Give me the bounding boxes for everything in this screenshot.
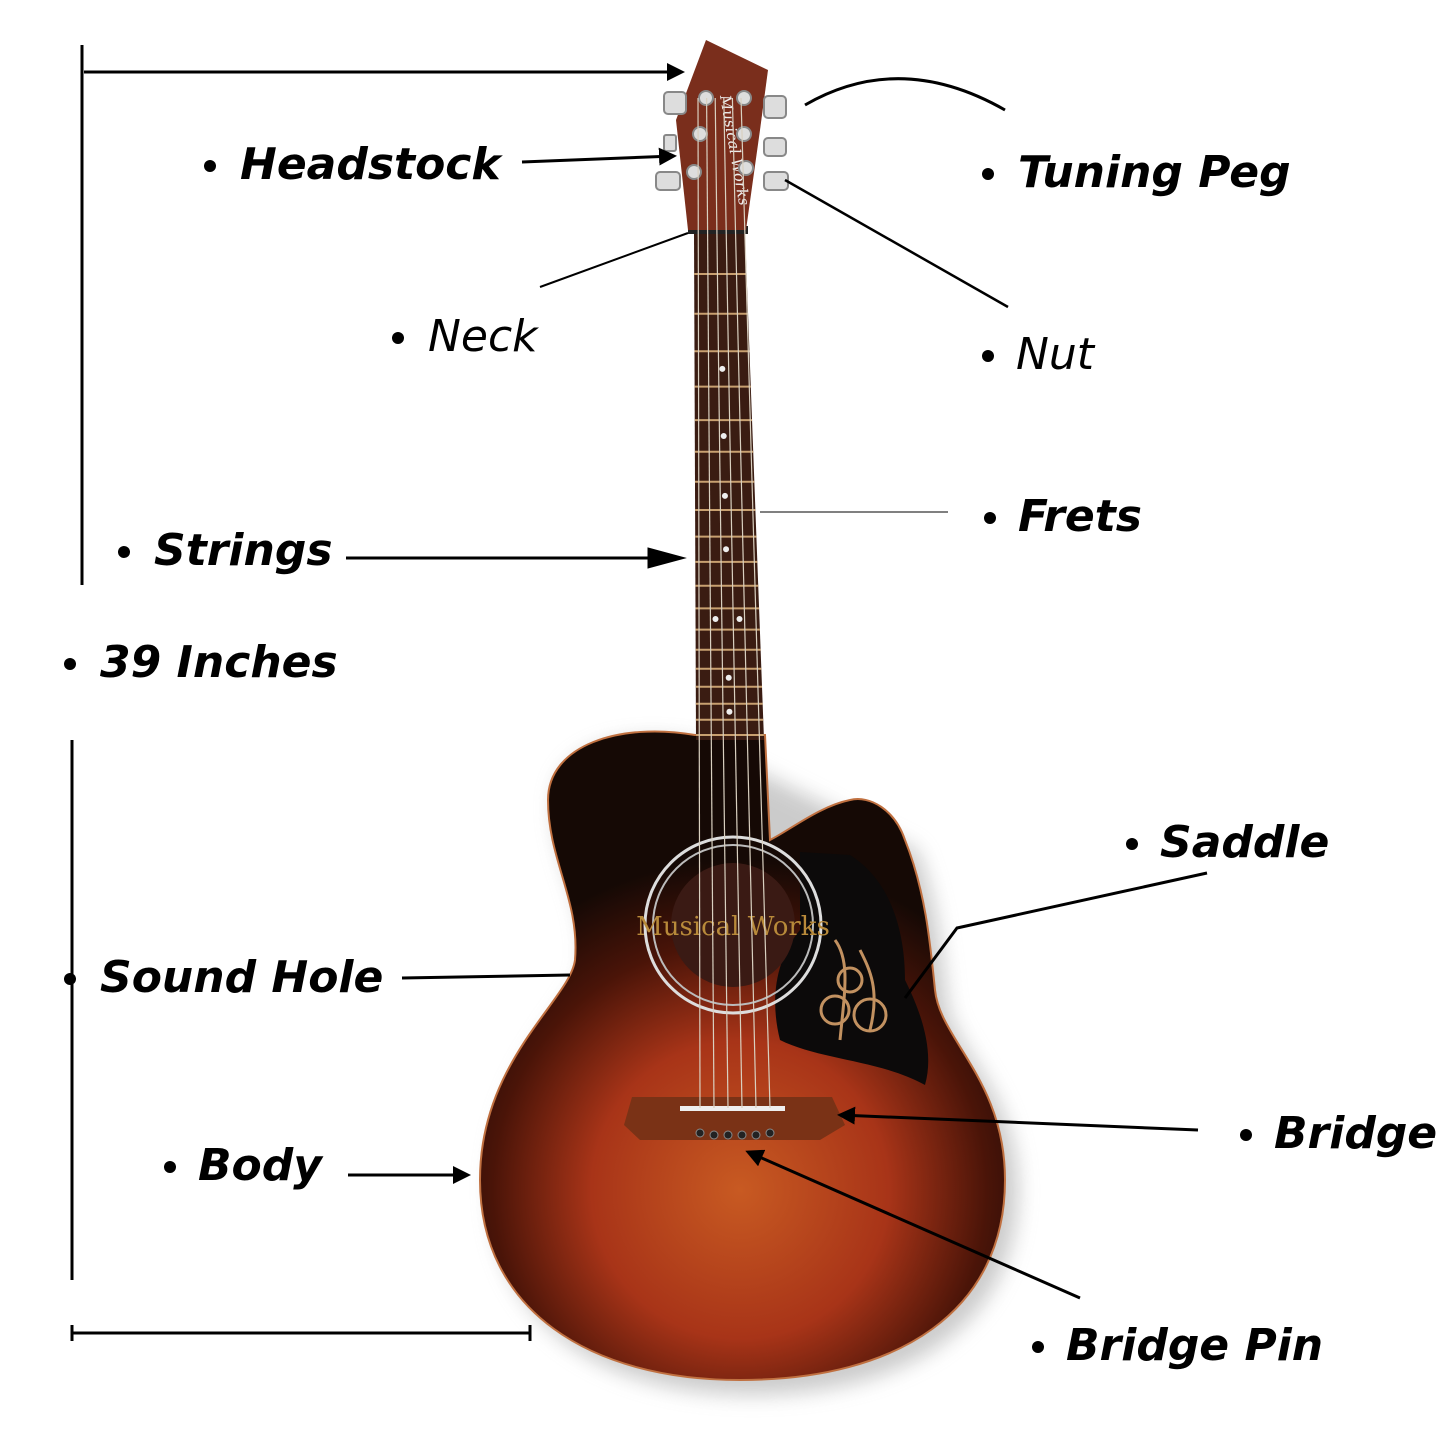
label-strings: Strings [154, 525, 333, 576]
label-saddle: Saddle [1160, 817, 1330, 868]
bridge-pins [695, 1128, 775, 1140]
label-bridge-pin: Bridge Pin [1066, 1320, 1324, 1371]
label-headstock: Headstock [240, 139, 501, 190]
label-neck: Neck [428, 311, 538, 362]
bullet [1126, 838, 1138, 850]
label-bridge: Bridge [1274, 1108, 1438, 1159]
label-nut: Nut [1016, 329, 1095, 380]
bullet [984, 512, 996, 524]
fret-marker [712, 615, 719, 622]
bullet [64, 658, 76, 670]
label-length: 39 Inches [100, 637, 338, 688]
bullet [1240, 1129, 1252, 1141]
fret-marker [725, 674, 732, 681]
string [697, 97, 701, 1109]
bullet [118, 546, 130, 558]
sound-hole-rosette [643, 835, 823, 1015]
string [740, 97, 771, 1109]
bullet [982, 350, 994, 362]
fret-marker [721, 492, 728, 499]
annotation-lines [70, 45, 1208, 1341]
bullet [1032, 1341, 1044, 1353]
string [731, 97, 757, 1109]
label-body: Body [198, 1140, 322, 1191]
bullet [64, 973, 76, 985]
string [723, 97, 743, 1109]
bullet [982, 168, 994, 180]
fret-marker [719, 365, 726, 372]
string [714, 97, 729, 1109]
bullet [164, 1161, 176, 1173]
label-sound-hole: Sound Hole [100, 952, 384, 1003]
fret-marker [726, 708, 733, 715]
string [705, 97, 715, 1109]
bullet [204, 160, 216, 172]
soundhole-logo: Musical Works [636, 912, 830, 942]
headstock [676, 40, 768, 230]
label-frets: Frets [1018, 491, 1142, 542]
bridge [624, 1097, 845, 1140]
label-tuning-peg: Tuning Peg [1018, 147, 1291, 198]
fretboard [694, 232, 764, 740]
saddle [680, 1106, 785, 1111]
fret-marker [723, 546, 730, 553]
bullet [392, 332, 404, 344]
fret-marker [736, 615, 743, 622]
fret-marker [720, 432, 727, 439]
